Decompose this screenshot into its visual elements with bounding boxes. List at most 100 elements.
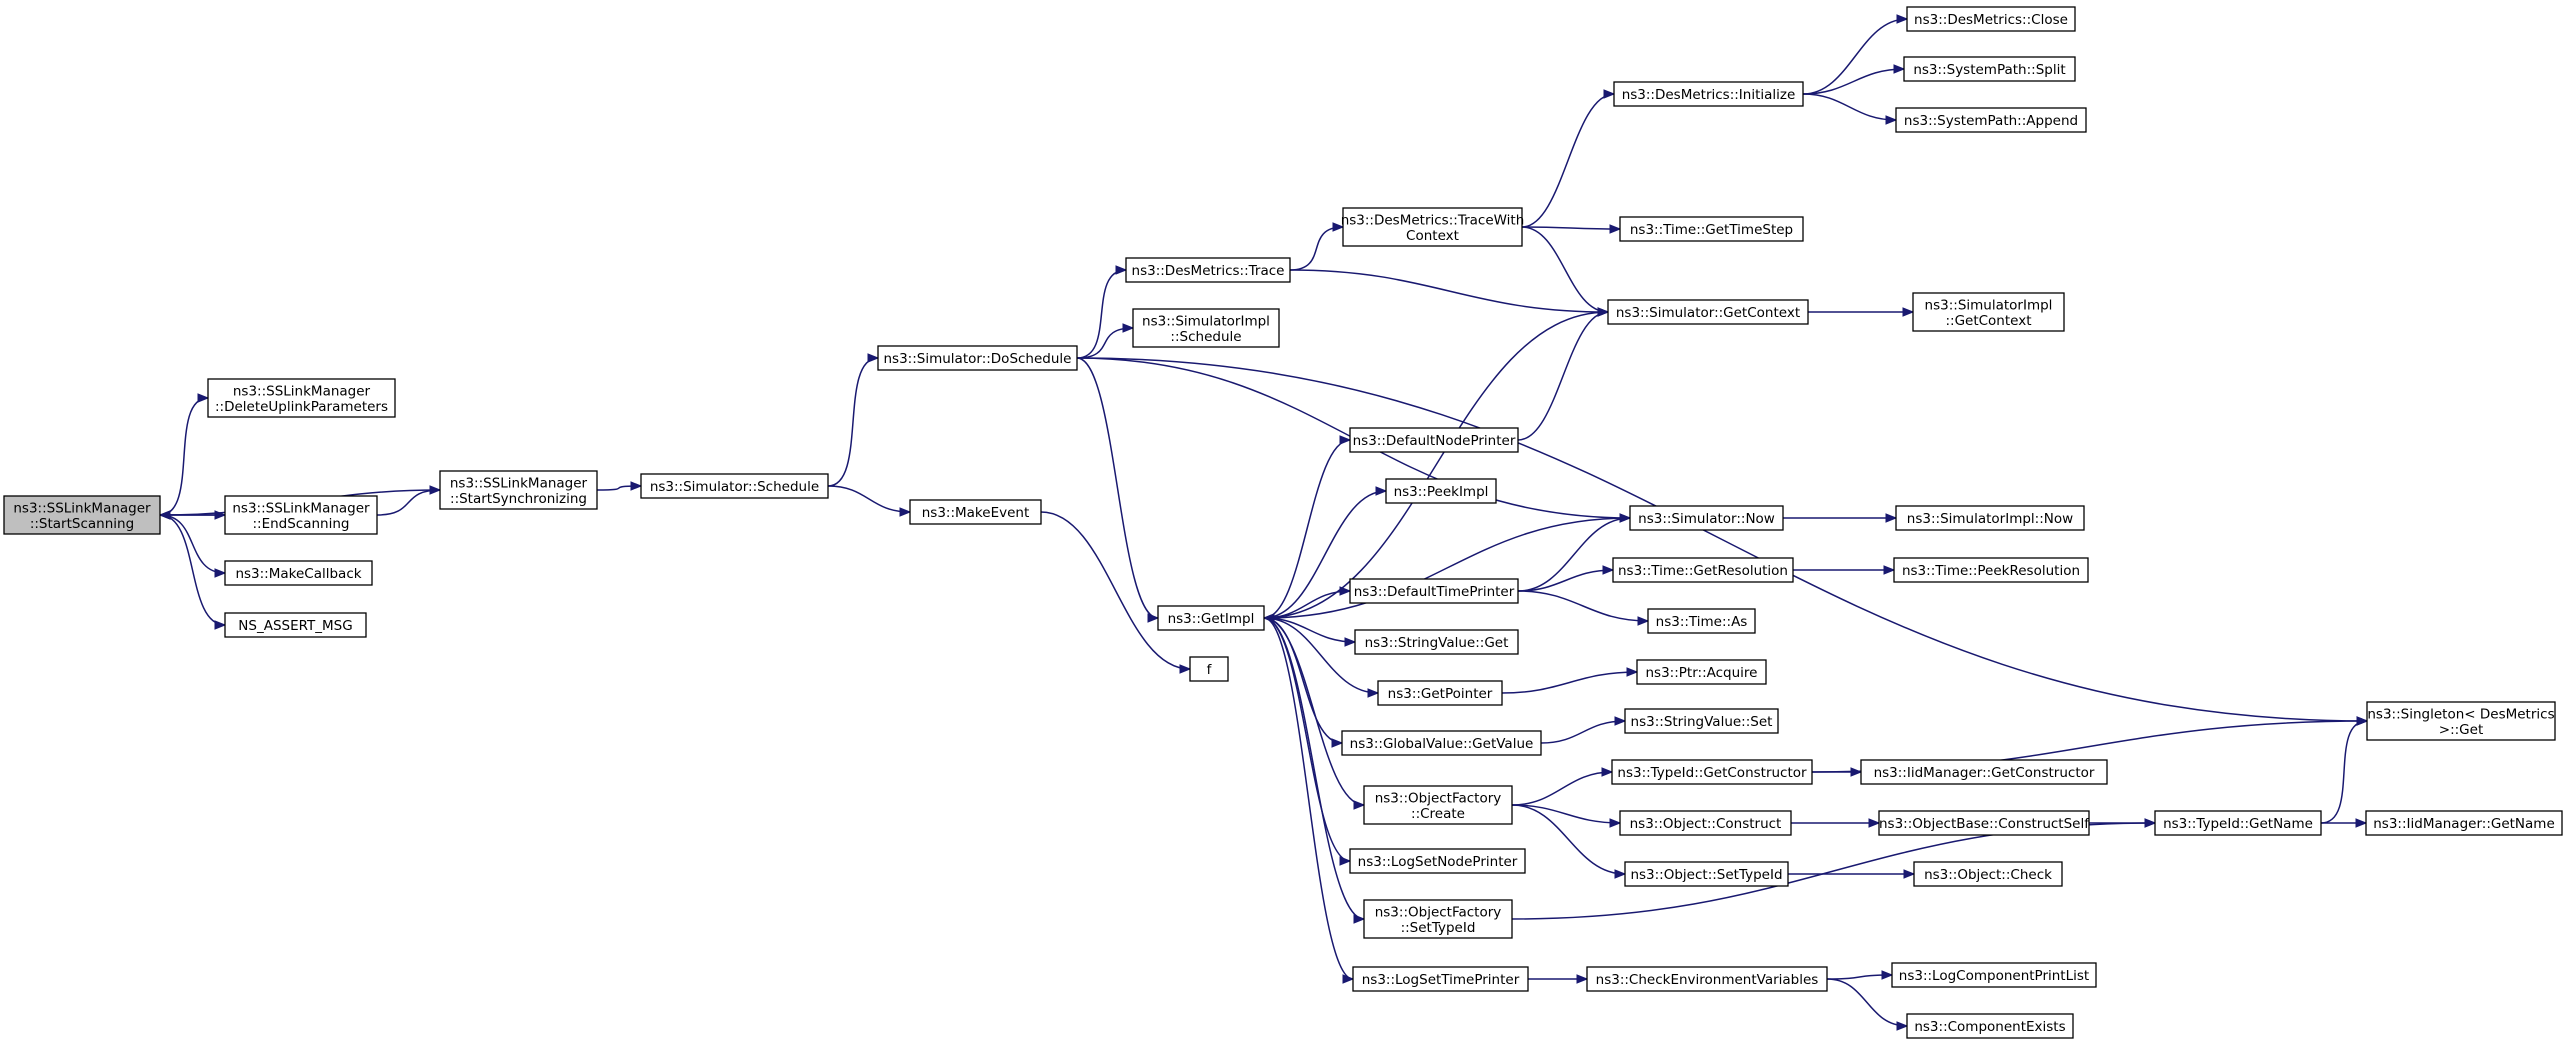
arrow-head-icon [1614, 869, 1627, 879]
node-gvget[interactable]: ns3::GlobalValue::GetValue [1341, 730, 1542, 756]
node-objcheck[interactable]: ns3::Object::Check [1913, 861, 2063, 887]
node-timeas[interactable]: ns3::Time::As [1647, 608, 1756, 634]
node-f[interactable]: f [1189, 656, 1229, 682]
node-getimpl[interactable]: ns3::GetImpl [1157, 605, 1265, 631]
node-getres[interactable]: ns3::Time::GetResolution [1612, 557, 1794, 583]
edge-line [1263, 617, 1343, 744]
node-peekimpl[interactable]: ns3::PeekImpl [1385, 478, 1497, 504]
node-objconstruct[interactable]: ns3::Object::Construct [1619, 810, 1792, 836]
arrow-head-icon [1903, 869, 1916, 879]
node-label: ns3::Object::Check [1924, 867, 2052, 883]
node-iidctor[interactable]: ns3::IidManager::GetConstructor [1860, 759, 2108, 785]
call-edge [1289, 269, 1610, 317]
node-box [1341, 730, 1542, 756]
node-strget[interactable]: ns3::StringValue::Get [1354, 629, 1519, 655]
node-tidctor[interactable]: ns3::TypeId::GetConstructor [1611, 759, 1813, 785]
call-edge [1793, 565, 1896, 575]
node-makeevent[interactable]: ns3::MakeEvent [909, 499, 1042, 525]
node-label: ns3::LogComponentPrintList [1899, 968, 2089, 984]
edge-line [1263, 617, 1354, 980]
node-box [1619, 810, 1792, 836]
node-settypeid[interactable]: ns3::Object::SetTypeId [1624, 861, 1789, 887]
node-box [2365, 810, 2563, 836]
edge-line [1263, 490, 1387, 619]
node-desinit[interactable]: ns3::DesMetrics::Initialize [1613, 81, 1804, 107]
arrow-head-icon [1576, 974, 1589, 984]
node-tidname[interactable]: ns3::TypeId::GetName [2154, 810, 2322, 836]
node-box [1629, 505, 1784, 531]
call-edge [1517, 307, 1610, 441]
call-edge [1540, 716, 1627, 744]
node-compexists[interactable]: ns3::ComponentExists [1906, 1013, 2074, 1039]
node-implgetctx[interactable]: ns3::SimulatorImpl::GetContext [1912, 292, 2065, 332]
node-label: ns3::DefaultTimePrinter [1354, 584, 1515, 600]
node-defnodeprint[interactable]: ns3::DefaultNodePrinter [1349, 427, 1519, 453]
node-box [1906, 6, 2076, 32]
edge-line [1511, 804, 1626, 875]
node-delup[interactable]: ns3::SSLinkManager::DeleteUplinkParamete… [207, 378, 396, 418]
node-strset[interactable]: ns3::StringValue::Set [1624, 708, 1779, 734]
arrow-head-icon [1115, 265, 1128, 275]
node-constructself[interactable]: ns3::ObjectBase::ConstructSelf [1878, 810, 2090, 836]
node-label: ns3::DesMetrics::Initialize [1622, 87, 1796, 103]
node-label: ns3::SimulatorImpl [1925, 297, 2053, 313]
node-startsync[interactable]: ns3::SSLinkManager::StartSynchronizing [439, 470, 598, 510]
arrow-head-icon [630, 481, 643, 491]
node-peekres[interactable]: ns3::Time::PeekResolution [1893, 557, 2089, 583]
node-iidname[interactable]: ns3::IidManager::GetName [2365, 810, 2563, 836]
node-box [439, 470, 598, 510]
node-label: ns3::StringValue::Set [1631, 714, 1773, 730]
edge-line [1521, 226, 1621, 230]
arrow-head-icon [1332, 222, 1345, 232]
call-edge [827, 353, 880, 487]
node-ofcreate[interactable]: ns3::ObjectFactory::Create [1363, 785, 1513, 825]
node-start[interactable]: ns3::SSLinkManager::StartScanning [3, 495, 161, 535]
node-box [1895, 505, 2085, 531]
node-label: NS_ASSERT_MSG [238, 618, 352, 634]
arrow-head-icon [1885, 115, 1898, 125]
node-implnow[interactable]: ns3::SimulatorImpl::Now [1895, 505, 2085, 531]
node-endscan[interactable]: ns3::SSLinkManager::EndScanning [224, 495, 378, 535]
node-logcompprint[interactable]: ns3::LogComponentPrintList [1891, 962, 2097, 988]
node-assert[interactable]: NS_ASSERT_MSG [224, 612, 367, 638]
node-append[interactable]: ns3::SystemPath::Append [1895, 107, 2087, 133]
node-getctx[interactable]: ns3::Simulator::GetContext [1607, 299, 1809, 325]
arrow-head-icon [214, 620, 227, 630]
arrow-head-icon [1883, 565, 1896, 575]
node-label: ns3::SSLinkManager [232, 500, 370, 516]
node-dosched[interactable]: ns3::Simulator::DoSchedule [877, 345, 1078, 371]
node-lognodeprint[interactable]: ns3::LogSetNodePrinter [1349, 848, 1526, 874]
node-box [1132, 308, 1280, 348]
call-edge [1262, 517, 1631, 623]
node-getptr[interactable]: ns3::GetPointer [1377, 680, 1503, 706]
node-label: ns3::PeekImpl [1394, 484, 1489, 500]
node-box [1612, 557, 1794, 583]
node-split[interactable]: ns3::SystemPath::Split [1903, 56, 2076, 82]
edge-line [1511, 771, 1613, 806]
node-makecb[interactable]: ns3::MakeCallback [224, 560, 373, 586]
node-singleton[interactable]: ns3::Singleton< DesMetrics>::Get [2366, 701, 2556, 741]
node-simnow[interactable]: ns3::Simulator::Now [1629, 505, 1784, 531]
node-timestep[interactable]: ns3::Time::GetTimeStep [1619, 216, 1804, 242]
arrow-head-icon [158, 510, 171, 520]
edge-line [827, 485, 911, 513]
arrow-head-icon [1331, 738, 1344, 748]
node-box [1349, 427, 1519, 453]
call-edge [1521, 89, 1616, 228]
node-simimplsched[interactable]: ns3::SimulatorImpl::Schedule [1132, 308, 1280, 348]
node-deftimeprint[interactable]: ns3::DefaultTimePrinter [1349, 578, 1519, 604]
node-desclose[interactable]: ns3::DesMetrics::Close [1906, 6, 2076, 32]
node-destrace[interactable]: ns3::DesMetrics::Trace [1125, 257, 1291, 283]
node-ptracq[interactable]: ns3::Ptr::Acquire [1636, 659, 1767, 685]
node-box [1349, 848, 1526, 874]
call-edge [1511, 767, 1614, 806]
call-edge [1517, 513, 1632, 592]
node-ofsettid[interactable]: ns3::ObjectFactory::SetTypeId [1363, 899, 1513, 939]
node-logtimeprint[interactable]: ns3::LogSetTimePrinter [1352, 966, 1529, 992]
node-simsched[interactable]: ns3::Simulator::Schedule [640, 473, 829, 499]
node-checkenv[interactable]: ns3::CheckEnvironmentVariables [1586, 966, 1828, 992]
call-edge [1521, 224, 1622, 234]
node-label: >::Get [2439, 722, 2483, 738]
node-label: ::StartScanning [30, 516, 134, 532]
